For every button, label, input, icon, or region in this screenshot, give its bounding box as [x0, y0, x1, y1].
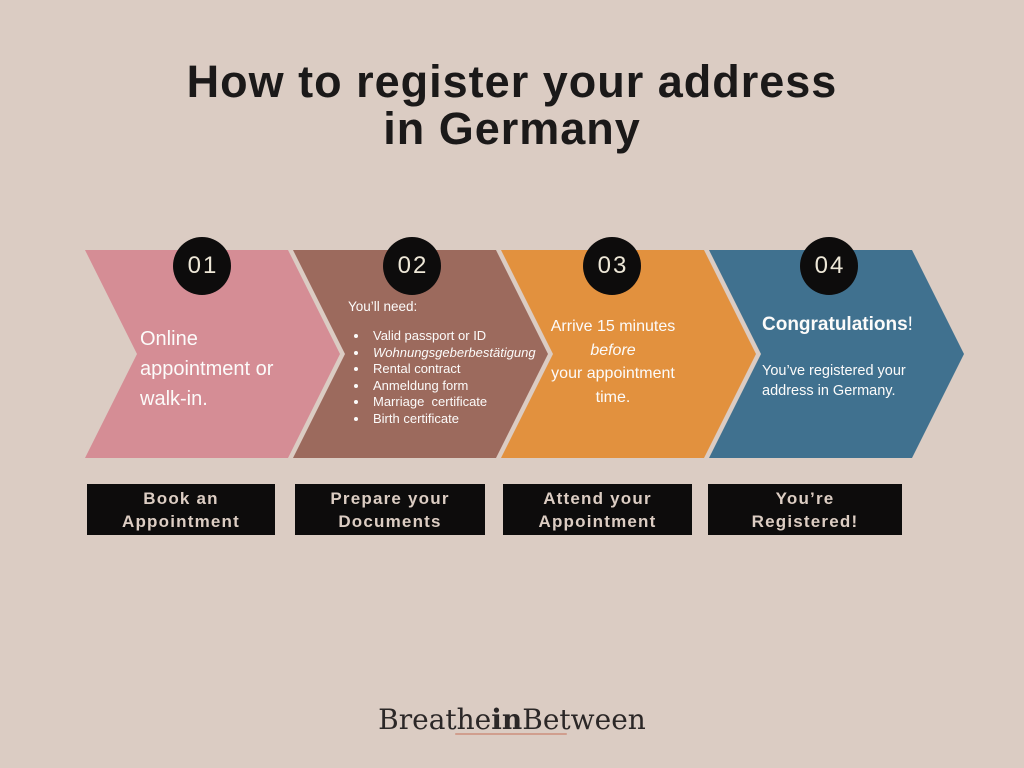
step4-number: 04: [814, 252, 846, 279]
step3-line3: your appointment: [551, 365, 675, 382]
list-item: Anmeldung form: [369, 378, 559, 395]
brand-underline-accent: [455, 733, 567, 735]
step3-line4: time.: [595, 388, 631, 406]
step1-label-box: Book an Appointment: [87, 484, 275, 535]
step3-label-line1: Attend your: [543, 488, 652, 508]
step3-line1: Arrive 15 minutes: [550, 318, 676, 335]
step2-number-badge: 02: [383, 237, 441, 295]
brand-part1: Breathe: [378, 703, 492, 736]
step3-number: 03: [597, 252, 629, 279]
page-title: How to register your address in Germany: [0, 58, 1024, 152]
step2-number: 02: [397, 252, 429, 279]
brand-logo: BreatheinBetween: [0, 703, 1024, 736]
step1-label-line1: Book an: [143, 488, 219, 508]
brand-part3: Between: [522, 703, 646, 736]
page-title-line2: in Germany: [383, 103, 641, 154]
page-title-line1: How to register your address: [186, 56, 838, 107]
step3-description: Arrive 15 minutes before your appointmen…: [518, 315, 708, 409]
step1-description: Online appointment or walk-in.: [140, 328, 274, 410]
brand-part2: in: [491, 703, 523, 736]
step4-number-badge: 04: [800, 237, 858, 295]
step3-label-line2: Appointment: [538, 511, 657, 531]
step1-number-badge: 01: [173, 237, 231, 295]
step4-description: You’ve registered your address in German…: [762, 363, 906, 399]
list-item: Wohnungsgeberbestätigung: [369, 345, 559, 362]
step1-label-line2: Appointment: [121, 511, 240, 531]
step3-number-badge: 03: [583, 237, 641, 295]
step2-label-line1: Prepare your: [330, 488, 450, 508]
step4-label-line1: You’re: [775, 488, 835, 508]
list-item: Marriage certificate: [369, 394, 559, 411]
step1-number: 01: [187, 252, 219, 279]
step2-label-box: Prepare your Documents: [295, 484, 485, 535]
step3-label-box: Attend your Appointment: [503, 484, 692, 535]
step2-label-line2: Documents: [338, 511, 442, 531]
list-item: Valid passport or ID: [369, 328, 559, 345]
step2-document-list: Valid passport or ID Wohnungsgeberbestät…: [352, 328, 559, 427]
step2-heading: You’ll need:: [348, 299, 418, 314]
list-item: Rental contract: [369, 361, 559, 378]
step4-heading-suffix: !: [907, 314, 913, 335]
step4-heading-text: Congratulations: [762, 314, 908, 335]
step4-label-line2: Registered!: [751, 511, 859, 531]
step4-label-box: You’re Registered!: [708, 484, 902, 535]
step3-line2: before: [590, 341, 636, 359]
list-item: Birth certificate: [369, 411, 559, 428]
step4-heading: Congratulations!: [762, 314, 932, 336]
